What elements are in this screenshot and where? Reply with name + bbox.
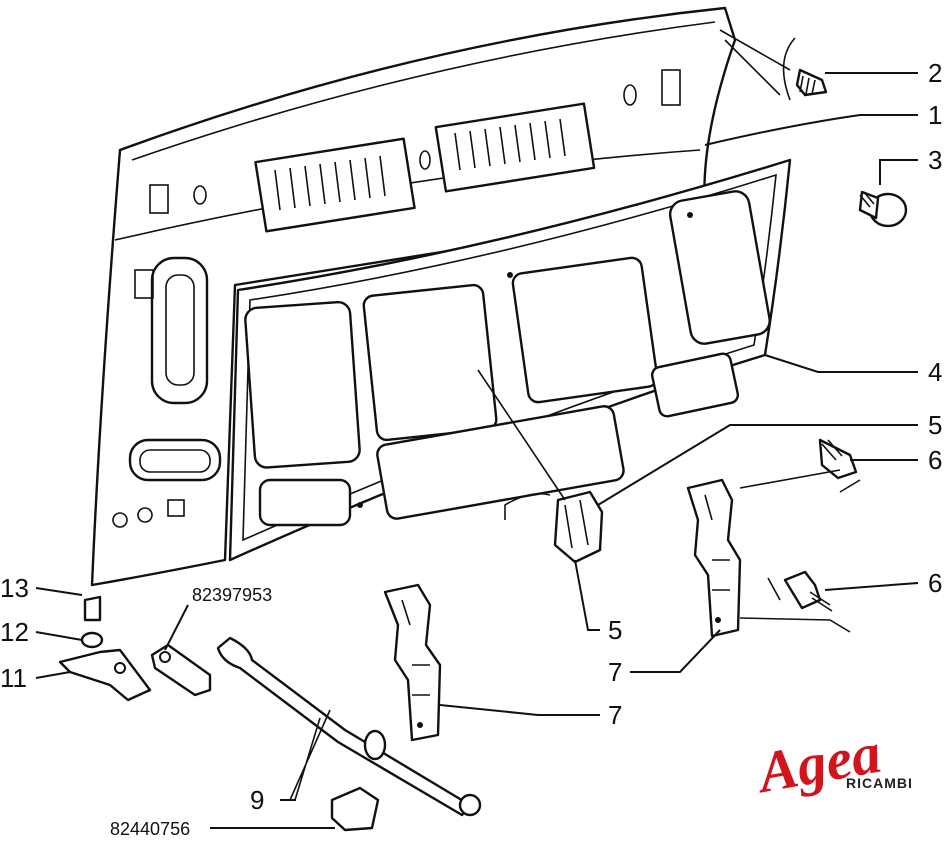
agea-logo: Agea RICAMBI [751, 720, 913, 806]
bolt-6-upper [739, 438, 861, 493]
prop-rod [216, 636, 482, 817]
lock-assembly [58, 595, 152, 702]
callout-9: 9 [250, 785, 264, 815]
callout-4: 4 [928, 357, 942, 387]
stud-2 [719, 29, 828, 101]
callout-11: 11 [0, 663, 27, 693]
callout-13: 13 [0, 573, 29, 603]
bolt-6-lower [739, 570, 851, 633]
leader-lines [35, 72, 919, 829]
bonnet-panel [90, 6, 737, 587]
inner-panel [228, 158, 792, 562]
buffer-5 [477, 369, 604, 564]
part-number-clip: 82440756 [110, 819, 190, 839]
rod-end-82397953 [150, 643, 212, 697]
callout-1: 1 [928, 100, 942, 130]
callout-5-lower: 5 [608, 615, 622, 645]
callout-6-lower: 6 [928, 568, 942, 598]
clip-3 [858, 190, 908, 228]
callout-12: 12 [0, 617, 29, 647]
callout-7-right: 7 [608, 657, 622, 687]
callout-6-upper: 6 [928, 445, 942, 475]
callout-3: 3 [928, 145, 942, 175]
hinge-right [686, 478, 742, 638]
callout-2: 2 [928, 58, 942, 88]
brand-sub: RICAMBI [846, 775, 913, 791]
clip-82440756 [330, 786, 380, 832]
part-number-rod-end: 82397953 [192, 585, 272, 605]
callout-7-left: 7 [608, 700, 622, 730]
callout-5-upper: 5 [928, 410, 942, 440]
hinge-left [383, 583, 442, 742]
brand-name: Agea [751, 720, 886, 806]
